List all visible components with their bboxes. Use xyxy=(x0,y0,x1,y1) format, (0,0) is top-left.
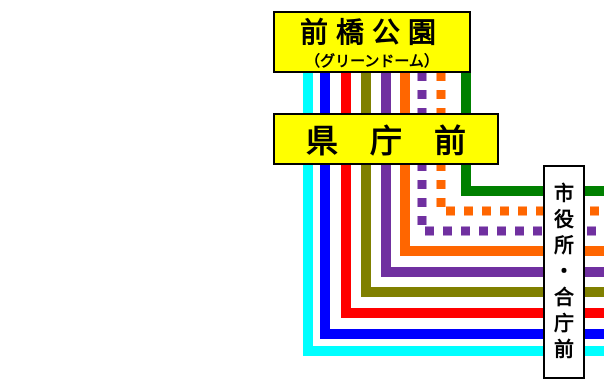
station-box xyxy=(273,11,471,73)
station-name-char: 庁 xyxy=(554,311,574,335)
station-name: 県 庁 前 xyxy=(306,122,466,160)
station-kencho-mae: 県 庁 前 xyxy=(273,113,499,165)
station-maebashi-park: 前橋公園 （グリーンドーム） xyxy=(273,11,471,73)
station-box xyxy=(543,165,585,379)
station-city-hall: 市役所・合庁前 xyxy=(543,165,585,379)
station-subtitle: （グリーンドーム） xyxy=(305,52,439,70)
station-name-char: 市 xyxy=(554,181,574,205)
station-name-char: 合 xyxy=(554,285,575,309)
station-name-vertical: 市役所・合庁前 xyxy=(554,181,575,361)
station-box xyxy=(273,113,499,165)
station-name-char: 前 xyxy=(554,337,574,361)
station-name-char: ・ xyxy=(554,259,574,283)
station-name: 前橋公園 xyxy=(300,16,444,49)
station-name-char: 役 xyxy=(554,207,574,231)
station-name-char: 所 xyxy=(554,233,574,257)
